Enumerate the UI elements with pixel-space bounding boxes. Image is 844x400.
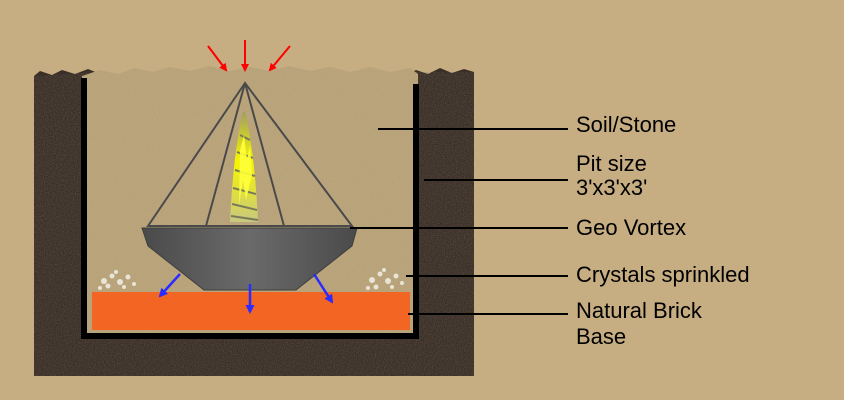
crystals-left <box>98 270 136 290</box>
incoming-arrow-right <box>268 45 291 72</box>
geo-vortex-pyramid <box>146 81 354 227</box>
outgoing-energy-arrows <box>158 273 334 314</box>
label-geo-vortex: Geo Vortex <box>576 215 687 240</box>
label-soil-stone: Soil/Stone <box>576 112 677 137</box>
label-brick-base: Natural Brick <box>576 298 702 323</box>
leader-lines <box>350 128 568 315</box>
energy-coil <box>230 112 259 222</box>
label-pit-dimensions: 3'x3'x3' <box>576 175 648 200</box>
pit-wall <box>81 78 419 339</box>
outgoing-arrow-left <box>158 273 181 298</box>
label-crystals: Crystals sprinkled <box>576 262 750 287</box>
crystals-right <box>366 268 404 290</box>
incoming-energy-arrows <box>207 40 291 72</box>
label-pit-size: Pit size <box>576 151 647 176</box>
outgoing-arrow-right <box>312 273 334 304</box>
label-brick-base-line2: Base <box>576 324 627 349</box>
incoming-arrow-left <box>207 45 228 72</box>
